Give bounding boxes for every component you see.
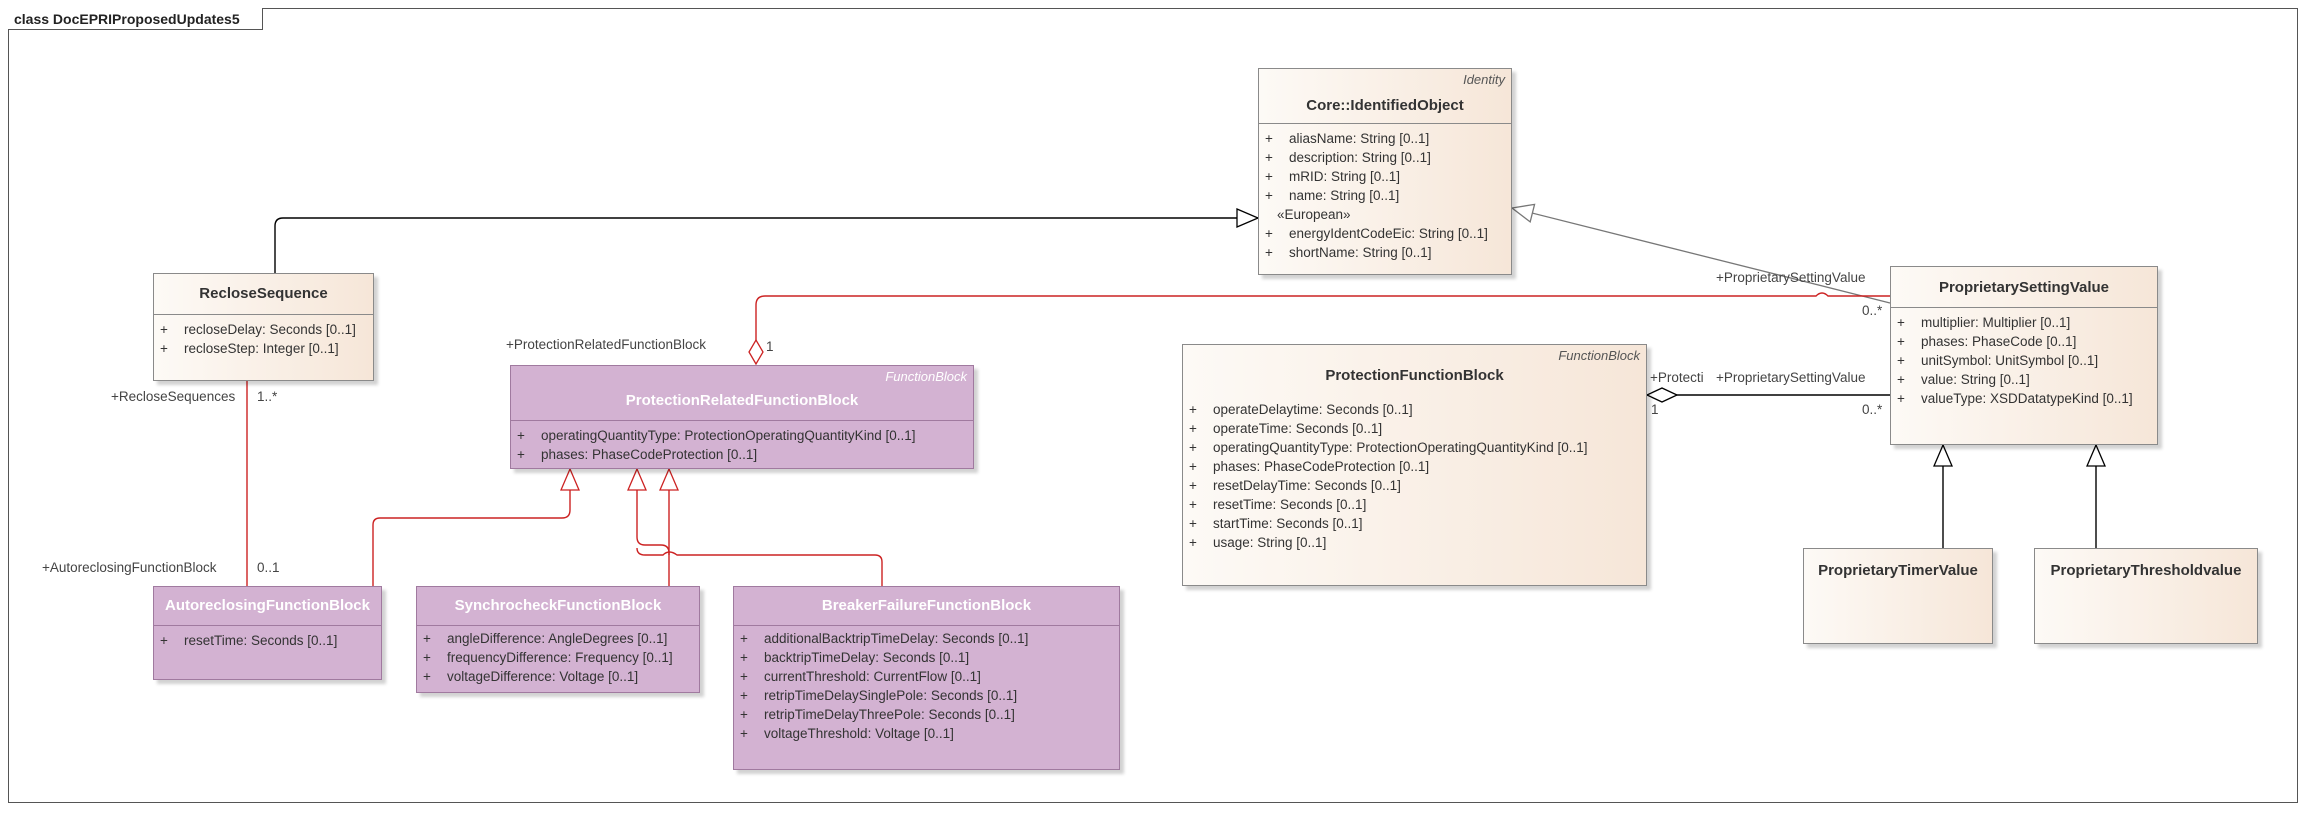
gen-breakerfailure-to-prf [636, 547, 883, 586]
class-name: ProtectionRelatedFunctionBlock [625, 392, 859, 409]
role-label-protection-related-function-block: +ProtectionRelatedFunctionBlock [506, 337, 706, 352]
role-label-protection-function-block: +Protecti [1650, 370, 1704, 385]
attribute: +phases: PhaseCodeProtection [0..1] [517, 447, 758, 462]
multiplicity-label: 0..* [1862, 303, 1883, 318]
attribute: +resetDelayTime: Seconds [0..1] [1189, 478, 1401, 493]
role-label-proprietary-setting-value-2: +ProprietarySettingValue [1716, 370, 1866, 385]
attribute-list: +aliasName: String [0..1] +description: … [1259, 123, 1511, 262]
class-name: ProtectionFunctionBlock [1325, 367, 1504, 384]
attribute: +voltageThreshold: Voltage [0..1] [740, 726, 954, 741]
stereotype-label: Identity [1463, 72, 1505, 87]
class-protection-related-function-block[interactable]: FunctionBlock ProtectionRelatedFunctionB… [510, 365, 974, 469]
class-proprietary-timer-value[interactable]: ProprietaryTimerValue [1803, 548, 1993, 644]
multiplicity-label: 1..* [257, 389, 278, 404]
attribute: +operatingQuantityType: ProtectionOperat… [1189, 440, 1588, 455]
attribute: +phases: PhaseCode [0..1] [1897, 334, 2077, 349]
assoc-prf-to-psv [755, 292, 1890, 356]
attribute: +currentThreshold: CurrentFlow [0..1] [740, 669, 981, 684]
attribute-list: +multiplier: Multiplier [0..1] +phases: … [1891, 307, 2157, 408]
gen-proprietary-to-identified [1510, 203, 1891, 304]
attribute: +voltageDifference: Voltage [0..1] [423, 669, 639, 684]
class-autoreclosing-function-block[interactable]: AutoreclosingFunctionBlock +resetTime: S… [153, 586, 382, 680]
class-name: AutoreclosingFunctionBlock [164, 597, 370, 614]
attribute-list: +additionalBacktripTimeDelay: Seconds [0… [734, 625, 1119, 743]
stereotype-label: FunctionBlock [885, 369, 967, 384]
diagram-frame-title: class DocEPRIProposedUpdates5 [8, 8, 263, 30]
multiplicity-label: 0..* [1862, 402, 1883, 417]
class-protection-function-block[interactable]: FunctionBlock ProtectionFunctionBlock +o… [1182, 344, 1647, 586]
attribute-list: +recloseDelay: Seconds [0..1] +recloseSt… [154, 314, 373, 358]
attribute: +operatingQuantityType: ProtectionOperat… [517, 428, 916, 443]
attribute: +operateDelaytime: Seconds [0..1] [1189, 402, 1413, 417]
attribute: +retripTimeDelayThreePole: Seconds [0..1… [740, 707, 1015, 722]
attribute: +frequencyDifference: Frequency [0..1] [423, 650, 673, 665]
attribute: +mRID: String [0..1] [1265, 169, 1401, 184]
attribute: +usage: String [0..1] [1189, 535, 1327, 550]
class-proprietary-threshold-value[interactable]: ProprietaryThresholdvalue [2034, 548, 2258, 644]
attribute: +shortName: String [0..1] [1265, 245, 1432, 260]
class-name: SynchrocheckFunctionBlock [454, 597, 662, 614]
class-name: ProprietaryThresholdvalue [2050, 562, 2242, 579]
class-breaker-failure-function-block[interactable]: BreakerFailureFunctionBlock +additionalB… [733, 586, 1120, 770]
attribute: +multiplier: Multiplier [0..1] [1897, 315, 2071, 330]
attribute: +recloseDelay: Seconds [0..1] [160, 322, 356, 337]
aggregation-diamond-prf [748, 338, 764, 366]
attribute: +energyIdentCodeEic: String [0..1] [1265, 226, 1488, 241]
attribute: +angleDifference: AngleDegrees [0..1] [423, 631, 668, 646]
multiplicity-label: 0..1 [257, 560, 280, 575]
class-name: BreakerFailureFunctionBlock [821, 597, 1032, 614]
class-proprietary-setting-value[interactable]: ProprietarySettingValue +multiplier: Mul… [1890, 266, 2158, 445]
attribute: +aliasName: String [0..1] [1265, 131, 1430, 146]
class-identified-object[interactable]: Identity Core::IdentifiedObject +aliasNa… [1258, 68, 1512, 275]
role-label-reclose-sequences: +RecloseSequences [111, 389, 236, 404]
class-name: RecloseSequence [199, 285, 328, 302]
attribute: +resetTime: Seconds [0..1] [1189, 497, 1367, 512]
gen-reclose-to-identified [274, 208, 1260, 273]
attribute: +valueType: XSDDatatypeKind [0..1] [1897, 391, 2133, 406]
stereotype-label: FunctionBlock [1558, 348, 1640, 363]
attribute-list: +resetTime: Seconds [0..1] [154, 625, 381, 650]
attribute: +phases: PhaseCodeProtection [0..1] [1189, 459, 1430, 474]
diagram-frame [8, 8, 2298, 803]
attribute: +recloseStep: Integer [0..1] [160, 341, 339, 356]
aggregation-diamond-pfb [1645, 387, 1679, 403]
multiplicity-label: 1 [766, 339, 774, 354]
attribute: +resetTime: Seconds [0..1] [160, 633, 338, 648]
class-reclose-sequence[interactable]: RecloseSequence +recloseDelay: Seconds [… [153, 273, 374, 381]
class-synchrocheck-function-block[interactable]: SynchrocheckFunctionBlock +angleDifferen… [416, 586, 700, 693]
attribute: +startTime: Seconds [0..1] [1189, 516, 1363, 531]
class-name: Core::IdentifiedObject [1306, 97, 1464, 114]
role-label-autoreclosing-function-block: +AutoreclosingFunctionBlock [42, 560, 217, 575]
section-stereotype: «European» [1277, 207, 1351, 222]
attribute: +value: String [0..1] [1897, 372, 2030, 387]
attribute: +name: String [0..1] [1265, 188, 1400, 203]
attribute: +backtripTimeDelay: Seconds [0..1] [740, 650, 970, 665]
role-label-proprietary-setting-value: +ProprietarySettingValue [1716, 270, 1866, 285]
attribute-list: +angleDifference: AngleDegrees [0..1] +f… [417, 625, 699, 686]
class-name: ProprietarySettingValue [1938, 279, 2110, 296]
attribute: +unitSymbol: UnitSymbol [0..1] [1897, 353, 2099, 368]
attribute-list: +operateDelaytime: Seconds [0..1] +opera… [1183, 395, 1646, 552]
class-name: ProprietaryTimerValue [1818, 562, 1978, 579]
attribute-list: +operatingQuantityType: ProtectionOperat… [511, 420, 973, 464]
attribute: +operateTime: Seconds [0..1] [1189, 421, 1383, 436]
attribute: +additionalBacktripTimeDelay: Seconds [0… [740, 631, 1029, 646]
gen-synchrocheck-to-prf [627, 467, 670, 586]
attribute: +retripTimeDelaySinglePole: Seconds [0..… [740, 688, 1018, 703]
multiplicity-label: 1 [1651, 402, 1659, 417]
gen-autoreclosing-to-prf [372, 467, 580, 586]
attribute: +description: String [0..1] [1265, 150, 1431, 165]
